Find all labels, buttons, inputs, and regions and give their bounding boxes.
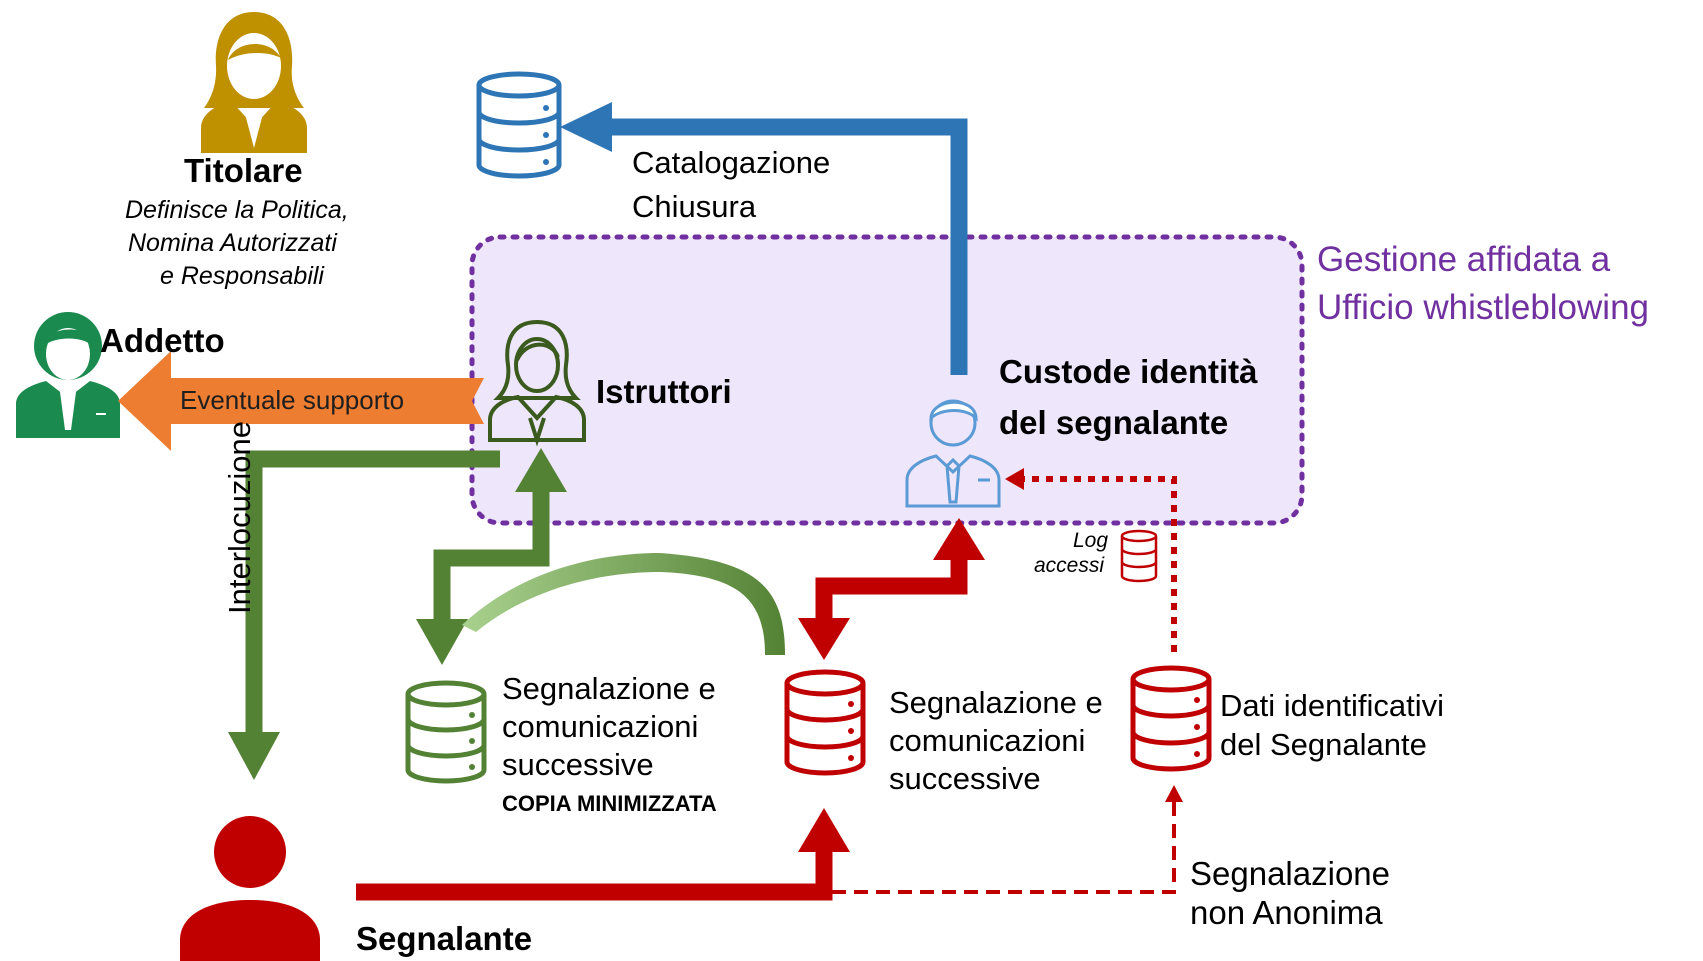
addetto-icon: [16, 312, 120, 438]
dati-custode-dotted-arrow: [1005, 468, 1177, 652]
catalogazione-flow-arrow: [560, 102, 968, 375]
custode-name-line-1: Custode identità: [999, 353, 1258, 390]
titolare-role-line-3: e Responsabili: [160, 262, 324, 290]
supporto-arrow: [118, 351, 484, 451]
supporto-label: Eventuale supporto: [180, 385, 405, 415]
copia-curved-arrow: [462, 553, 785, 655]
zone-label-line-1: Gestione affidata a: [1317, 240, 1611, 279]
segnalazione-database-icon: [784, 669, 866, 776]
titolare-role-line-1: Definisce la Politica,: [125, 196, 349, 224]
interlocuzione-label: Interlocuzione: [222, 420, 257, 614]
istruttori-copia-arrow: [416, 448, 567, 665]
istruttori-icon: [488, 319, 586, 447]
addetto-name: Addetto: [100, 322, 225, 359]
segnalazione-custode-arrow: [798, 518, 985, 660]
log-label-line-2: accessi: [1034, 554, 1105, 577]
segnalazione-store-line-3: successive: [889, 761, 1041, 796]
non-anonima-line-1: Segnalazione: [1190, 855, 1390, 892]
segnalazione-store-line-1: Segnalazione e: [889, 685, 1103, 720]
titolare-role-line-2: Nomina Autorizzati: [128, 229, 337, 257]
interlocuzione-arrow: [228, 450, 500, 780]
non-anonima-line-2: non Anonima: [1190, 894, 1383, 931]
catalogazione-label-line-1: Catalogazione: [632, 145, 831, 180]
log-accessi-database-icon: [1120, 529, 1158, 583]
log-label-line-1: Log: [1073, 529, 1109, 552]
dati-store-line-2: del Segnalante: [1220, 727, 1427, 762]
istruttori-name: Istruttori: [596, 373, 732, 410]
titolare-icon: [201, 12, 307, 153]
dati-identificativi-database-icon: [1130, 665, 1212, 772]
segnalante-name: Segnalante: [356, 920, 533, 957]
catalogazione-label-line-2: Chiusura: [632, 189, 757, 224]
non-anonima-dashed-arrow: [832, 785, 1183, 894]
archive-database-icon: [476, 71, 562, 179]
copia-store-line-2: comunicazioni: [502, 709, 699, 744]
copia-minimizzata-note: COPIA MINIMIZZATA: [502, 791, 717, 816]
copia-store-line-1: Segnalazione e: [502, 671, 716, 706]
zone-label-line-2: Ufficio whistleblowing: [1317, 288, 1650, 327]
copia-database-icon: [405, 680, 487, 784]
titolare-name: Titolare: [184, 152, 303, 189]
segnalazione-store-line-2: comunicazioni: [889, 723, 1086, 758]
custode-icon: [905, 399, 1001, 508]
dati-store-line-1: Dati identificativi: [1220, 688, 1444, 723]
copia-store-line-3: successive: [502, 747, 654, 782]
segnalante-segnalazione-arrow: [356, 808, 850, 901]
segnalante-icon: [180, 816, 320, 961]
custode-name-line-2: del segnalante: [999, 404, 1229, 441]
whistleblowing-zone: [469, 234, 1305, 526]
